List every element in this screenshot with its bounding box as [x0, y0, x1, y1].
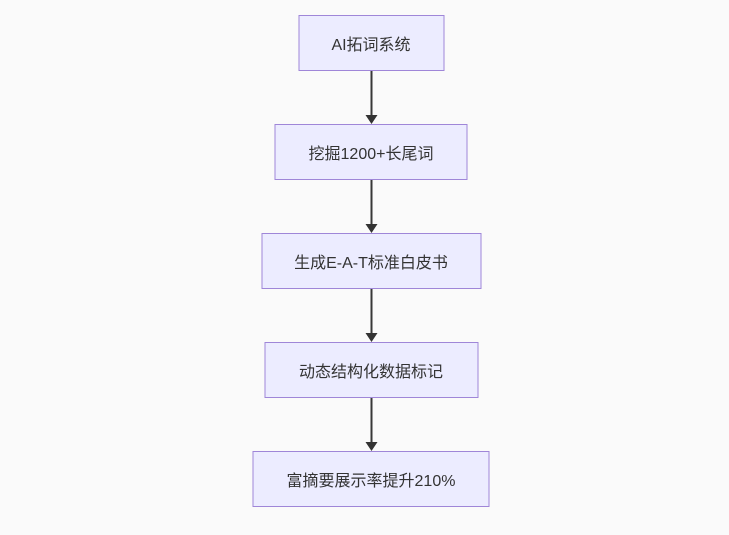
- flow-node-ai-word-system: AI拓词系统: [298, 15, 444, 71]
- flow-node-label: AI拓词系统: [331, 37, 411, 54]
- arrow-line: [370, 71, 372, 116]
- flow-node-label: 生成E-A-T标准白皮书: [294, 255, 448, 272]
- flow-node-label: 富摘要展示率提升210%: [286, 473, 456, 490]
- flow-arrow-down: [365, 289, 377, 342]
- flow-node-structured-data: 动态结构化数据标记: [264, 342, 478, 398]
- flow-node-longtail-mining: 挖掘1200+长尾词: [274, 124, 468, 180]
- arrow-line: [370, 289, 372, 334]
- flow-node-eat-whitepaper: 生成E-A-T标准白皮书: [261, 233, 481, 289]
- flow-arrow-down: [365, 71, 377, 124]
- arrowhead-down-icon: [365, 442, 377, 451]
- arrowhead-down-icon: [365, 333, 377, 342]
- flow-node-label: 挖掘1200+长尾词: [308, 146, 434, 163]
- arrowhead-down-icon: [365, 115, 377, 124]
- arrow-line: [370, 180, 372, 225]
- arrow-line: [370, 398, 372, 443]
- arrowhead-down-icon: [365, 224, 377, 233]
- flowchart: AI拓词系统 挖掘1200+长尾词 生成E-A-T标准白皮书 动态结构化数据标记: [252, 15, 490, 507]
- flow-arrow-down: [365, 180, 377, 233]
- flow-arrow-down: [365, 398, 377, 451]
- flow-node-rich-snippet-result: 富摘要展示率提升210%: [252, 451, 490, 507]
- flow-node-label: 动态结构化数据标记: [298, 364, 443, 381]
